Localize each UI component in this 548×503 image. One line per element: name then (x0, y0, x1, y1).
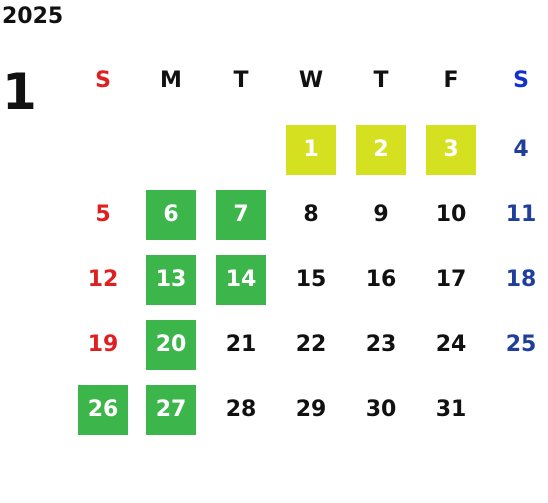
year-label: 2025 (2, 4, 64, 29)
day-cell-27: 27 (146, 385, 196, 435)
day-cell-4: 4 (513, 137, 529, 162)
day-cell-5: 5 (95, 202, 111, 227)
day-cell-25: 25 (505, 332, 537, 357)
weekday-header-wed: W (298, 68, 324, 93)
day-cell-17: 17 (435, 267, 467, 292)
day-cell-8: 8 (303, 202, 319, 227)
day-cell-18: 18 (505, 267, 537, 292)
day-cell-22: 22 (295, 332, 327, 357)
month-label: 1 (2, 63, 37, 121)
day-cell-24: 24 (435, 332, 467, 357)
day-cell-28: 28 (225, 397, 257, 422)
day-cell-2: 2 (356, 125, 406, 175)
day-cell-9: 9 (373, 202, 389, 227)
weekday-header-sun: S (95, 68, 111, 93)
day-cell-26: 26 (78, 385, 128, 435)
weekday-header-mon: M (160, 68, 182, 93)
day-cell-1: 1 (286, 125, 336, 175)
day-cell-21: 21 (225, 332, 257, 357)
day-cell-20: 20 (146, 320, 196, 370)
day-cell-7: 7 (216, 190, 266, 240)
day-cell-14: 14 (216, 255, 266, 305)
day-cell-16: 16 (365, 267, 397, 292)
day-cell-12: 12 (87, 267, 119, 292)
weekday-header-sat: S (513, 68, 529, 93)
day-cell-6: 6 (146, 190, 196, 240)
day-cell-23: 23 (365, 332, 397, 357)
day-cell-31: 31 (435, 397, 467, 422)
weekday-header-tue: T (233, 68, 249, 93)
day-cell-30: 30 (365, 397, 397, 422)
day-cell-19: 19 (87, 332, 119, 357)
weekday-header-fri: F (443, 68, 459, 93)
day-cell-15: 15 (295, 267, 327, 292)
day-cell-10: 10 (435, 202, 467, 227)
day-cell-29: 29 (295, 397, 327, 422)
weekday-header-thu: T (373, 68, 389, 93)
day-cell-3: 3 (426, 125, 476, 175)
day-cell-11: 11 (505, 202, 537, 227)
day-cell-13: 13 (146, 255, 196, 305)
